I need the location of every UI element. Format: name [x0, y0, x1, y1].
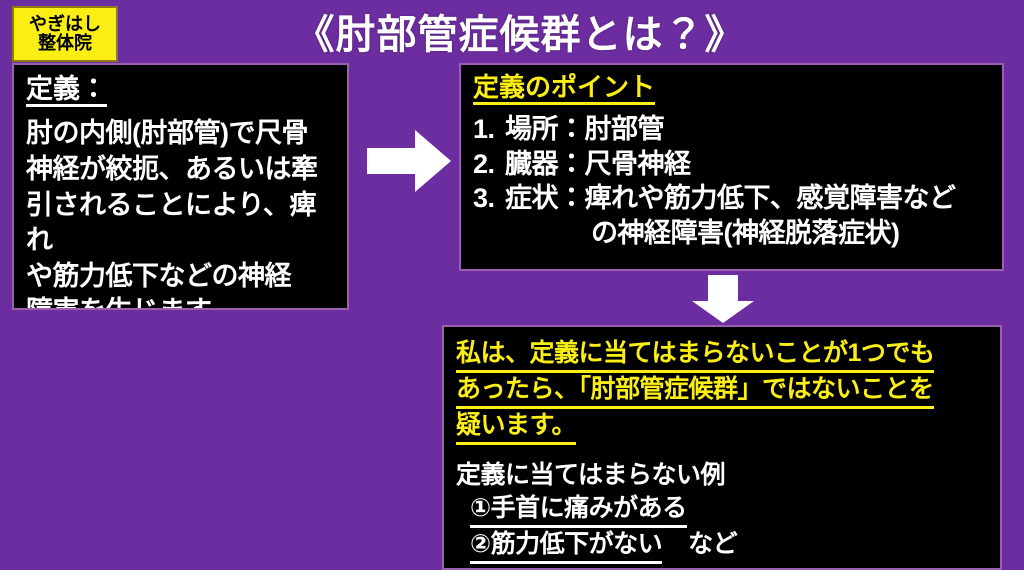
- list-item-label: 臓器：尺骨神経: [505, 148, 691, 179]
- list-item: 2. 臓器：尺骨神経: [473, 147, 992, 182]
- points-continuation-line: の神経障害(神経脱落症状): [591, 217, 900, 248]
- logo-line-2: 整体院: [38, 33, 92, 53]
- list-item-label: 場所：肘部管: [505, 114, 665, 145]
- conclusion-example-label: ①手首に痛みがある: [470, 492, 687, 528]
- definition-body-line: 肘の内側(肘部管)で尺骨: [26, 118, 308, 149]
- arrow-right-icon: [367, 128, 451, 194]
- clinic-logo: やぎはし 整体院: [12, 6, 118, 62]
- definition-body-line: 引されることにより、痺れ: [26, 189, 316, 256]
- conclusion-panel: 私は、定義に当てはまらないことが1つでも あったら、「肘部管症候群」ではないこと…: [442, 325, 1002, 570]
- list-item: 1. 場所：肘部管: [473, 112, 992, 147]
- definition-body-line: 神経が絞扼、あるいは牽: [26, 153, 318, 184]
- arrow-down-icon: [690, 275, 756, 323]
- bottom-white-strip: [0, 570, 1024, 576]
- definition-heading: 定義：: [26, 75, 107, 108]
- conclusion-highlight: 私は、定義に当てはまらないことが1つでも あったら、「肘部管症候群」ではないこと…: [456, 337, 990, 445]
- points-heading: 定義のポイント: [473, 73, 656, 106]
- conclusion-example-tail: など: [688, 529, 738, 558]
- list-item-number: 2.: [473, 148, 495, 179]
- list-item-label: 症状：痺れや筋力低下、感覚障害など: [505, 183, 956, 214]
- definition-body: 肘の内側(肘部管)で尺骨 神経が絞扼、あるいは牽 引されることにより、痺れ や筋…: [26, 116, 335, 308]
- points-panel: 定義のポイント 1. 場所：肘部管 2. 臓器：尺骨神経 3. 症状：痺れや筋力低下、…: [459, 63, 1004, 271]
- list-item-number: 3.: [473, 183, 495, 214]
- conclusion-example-label: ②筋力低下がない: [470, 528, 663, 564]
- points-list: 1. 場所：肘部管 2. 臓器：尺骨神経 3. 症状：痺れや筋力低下、感覚障害など: [473, 112, 992, 216]
- conclusion-highlight-line: 私は、定義に当てはまらないことが1つでも: [456, 337, 935, 373]
- list-item: 3. 症状：痺れや筋力低下、感覚障害など: [473, 181, 992, 216]
- definition-panel: 定義： 肘の内側(肘部管)で尺骨 神経が絞扼、あるいは牽 引されることにより、痺…: [12, 63, 349, 310]
- conclusion-example: ②筋力低下がないなど: [456, 528, 990, 564]
- definition-body-line: 障害を生じます。: [26, 294, 335, 308]
- list-item-number: 1.: [473, 114, 495, 145]
- conclusion-example: ①手首に痛みがある: [456, 492, 990, 528]
- definition-body-line: や筋力低下などの神経: [26, 260, 292, 291]
- conclusion-highlight-line: あったら、「肘部管症候群」ではないことを: [456, 373, 934, 409]
- conclusion-highlight-line: 疑います。: [456, 409, 577, 445]
- logo-line-1: やぎはし: [29, 14, 101, 35]
- conclusion-subheading: 定義に当てはまらない例: [456, 461, 726, 489]
- page-title: 《肘部管症候群とは？》: [294, 13, 746, 57]
